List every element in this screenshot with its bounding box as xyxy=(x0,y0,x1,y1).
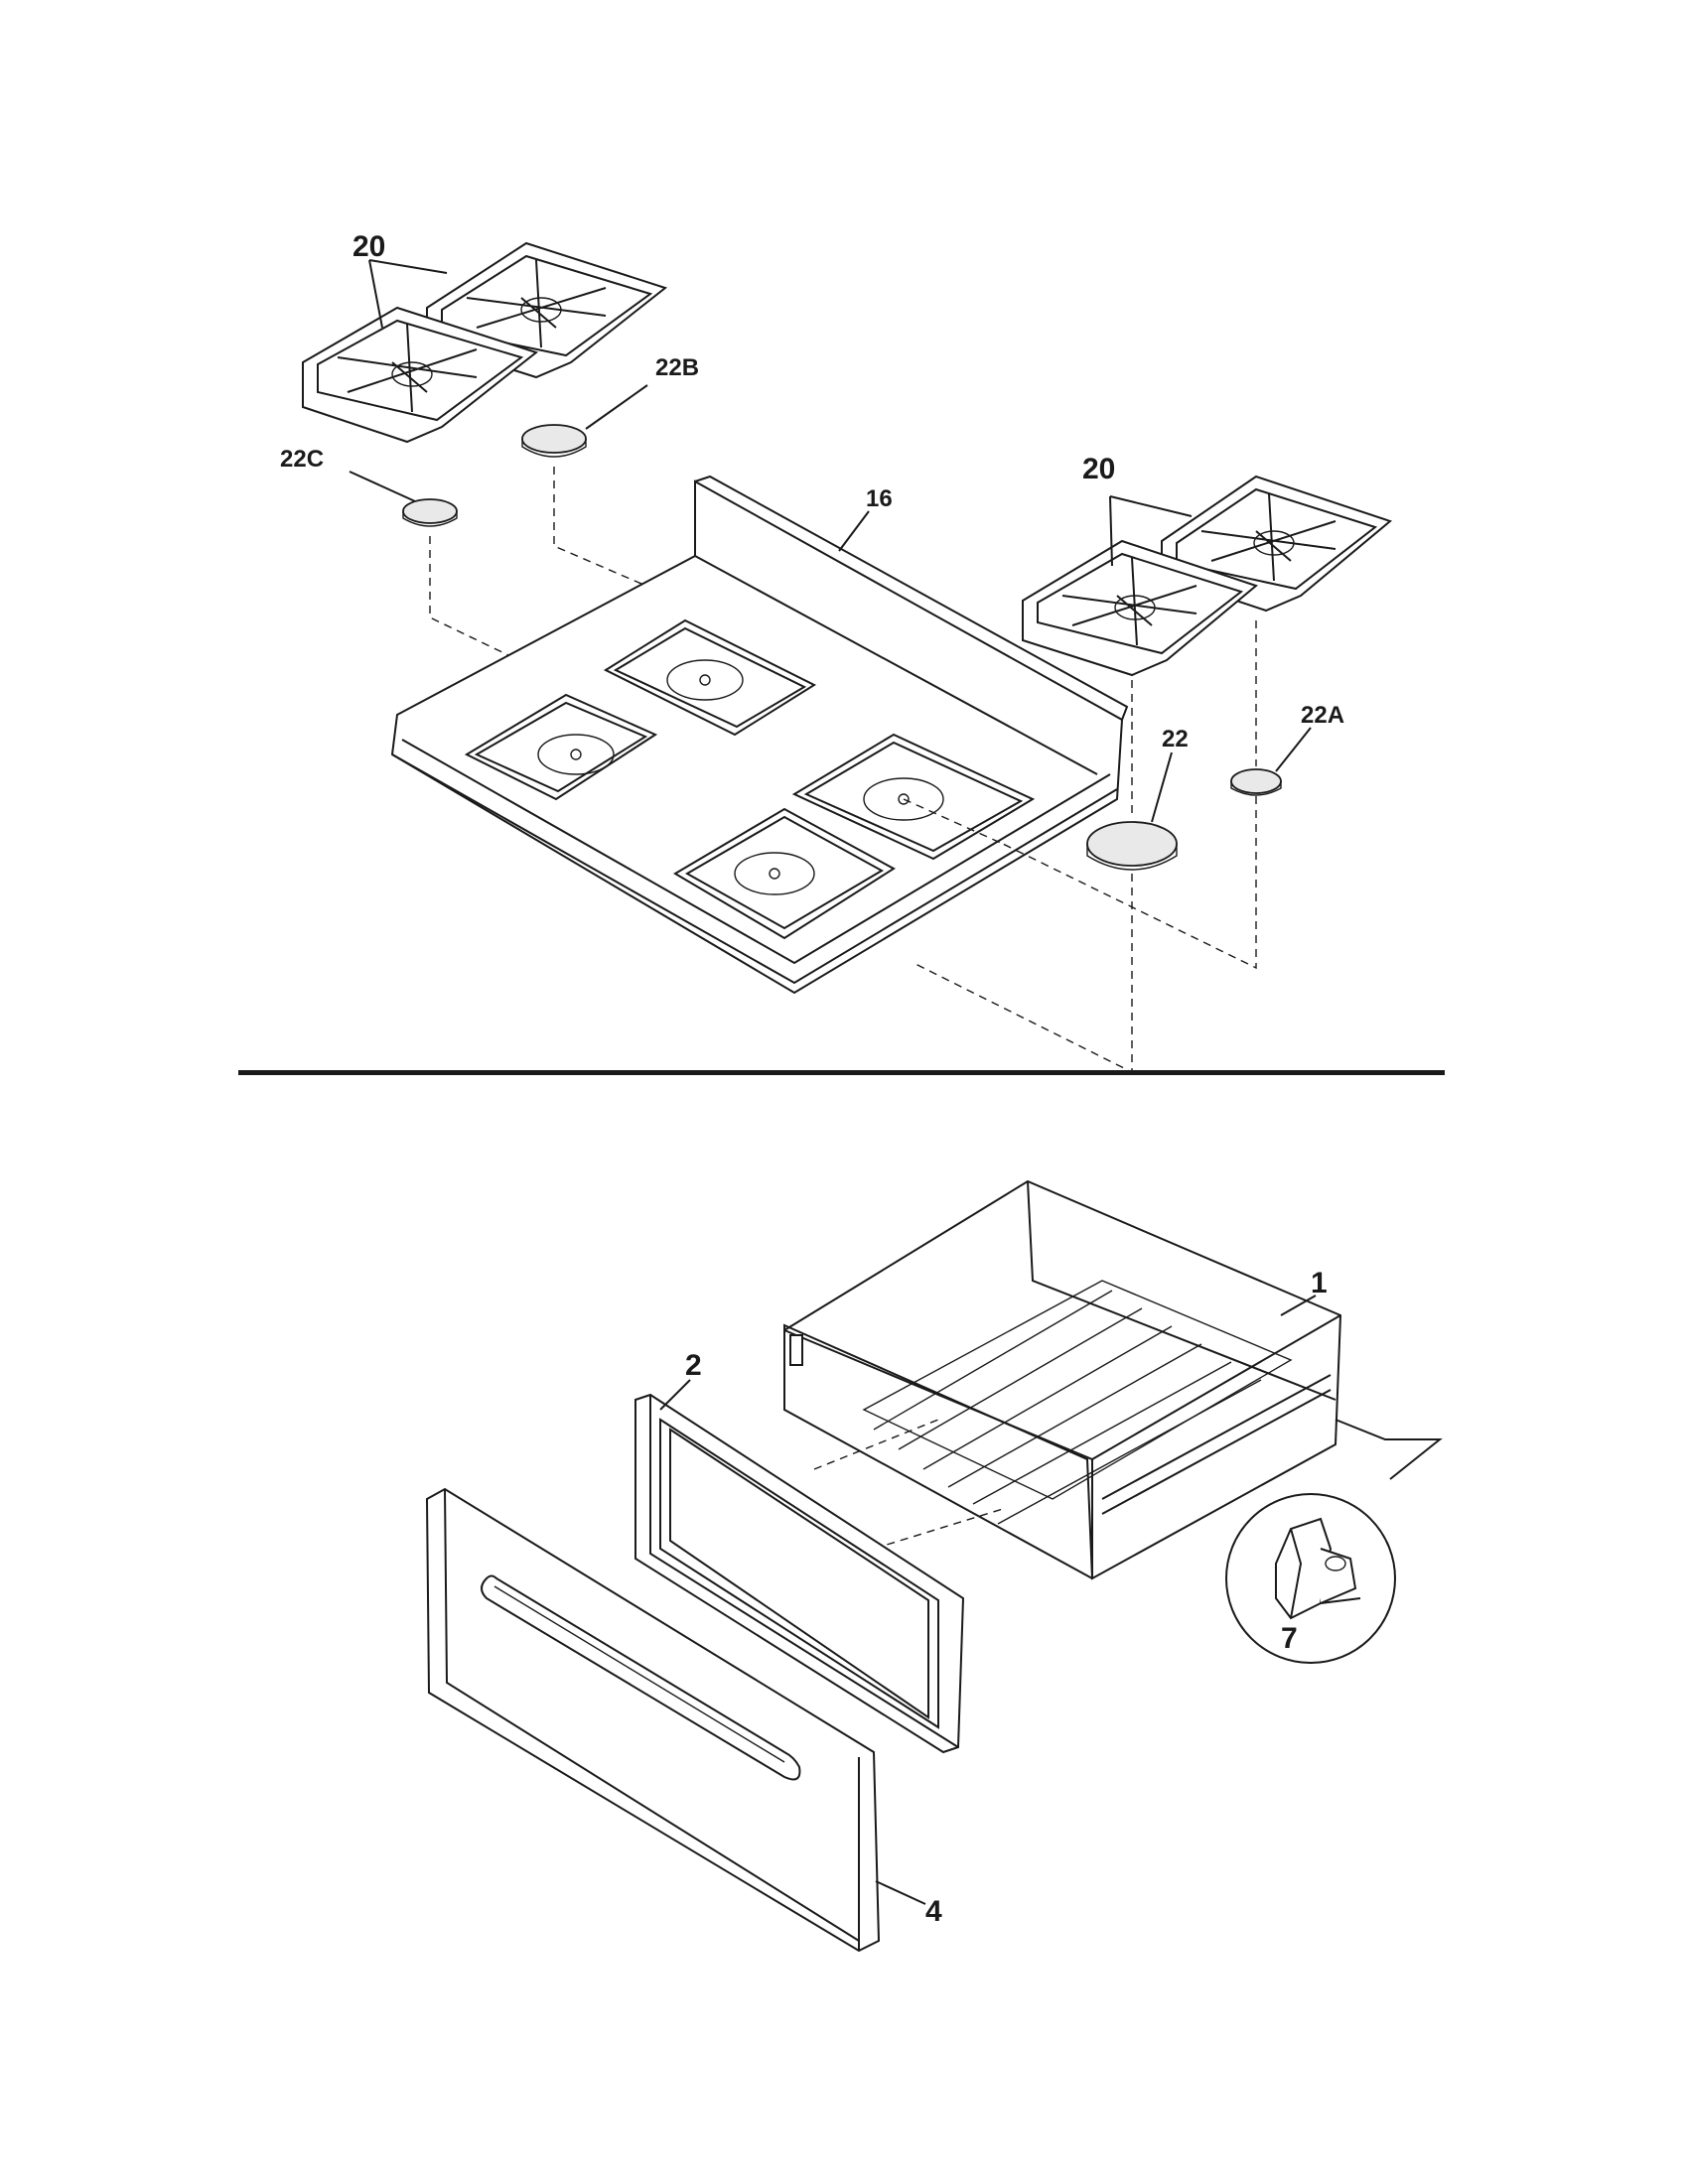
callout-cap-22a: 22A xyxy=(1301,702,1344,729)
callout-drawer-front: 4 xyxy=(925,1895,942,1928)
right-burner-grates xyxy=(1022,475,1393,677)
burner-cap-22c xyxy=(402,498,458,527)
drawer-frame-2 xyxy=(634,1393,965,1754)
cooktop-16 xyxy=(390,475,1129,995)
left-burner-grates xyxy=(302,241,668,444)
callout-cap-22c: 22C xyxy=(280,446,324,473)
drawer-body-1 xyxy=(783,1179,1342,1580)
grate-right-front xyxy=(1022,539,1259,677)
callout-cap-22b: 22B xyxy=(655,354,699,381)
drawer-roller-7-detail xyxy=(1225,1493,1396,1664)
burner-cap-22b xyxy=(521,424,587,458)
burner-cap-22 xyxy=(1086,821,1178,871)
section-divider xyxy=(238,1070,1445,1075)
callout-drawer-body: 1 xyxy=(1311,1267,1328,1299)
callout-cooktop: 16 xyxy=(866,485,893,512)
grate-left-front xyxy=(302,306,539,444)
callout-grates-right: 20 xyxy=(1082,453,1115,485)
callout-cap-22: 22 xyxy=(1162,726,1189,752)
burner-cap-22a xyxy=(1230,768,1282,796)
drawer-front-4 xyxy=(425,1487,881,1953)
callout-drawer-roller: 7 xyxy=(1281,1622,1298,1655)
callout-grates-left: 20 xyxy=(352,230,385,263)
callout-drawer-frame: 2 xyxy=(685,1349,702,1382)
